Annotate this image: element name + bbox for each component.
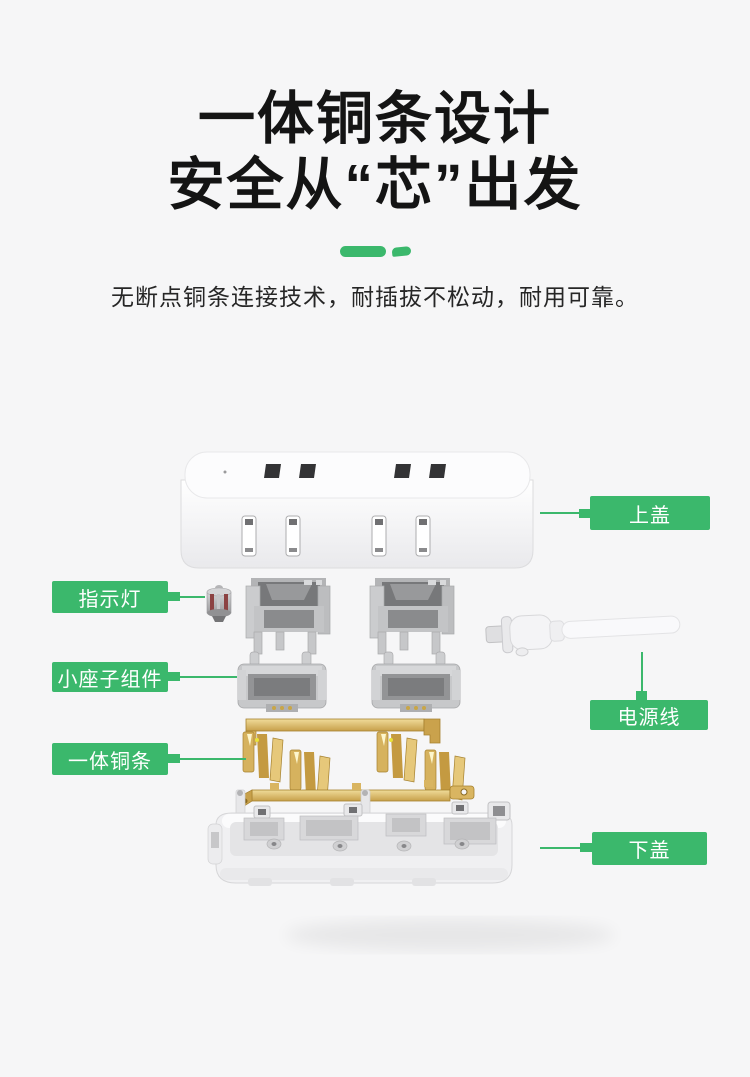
product-shadow bbox=[285, 919, 615, 951]
page-title-line2: 安全从“芯”出发 bbox=[167, 153, 583, 217]
callout-label-socket-module: 小座子组件 bbox=[57, 668, 163, 691]
page-header: 一体铜条设计 安全从“芯”出发 bbox=[0, 86, 750, 218]
callout-line-socket-module bbox=[168, 676, 237, 678]
callout-line-indicator-light bbox=[168, 596, 205, 598]
power-cord-illustration bbox=[485, 614, 681, 657]
divider bbox=[0, 246, 750, 257]
bottom-cover-illustration bbox=[207, 789, 513, 886]
callout-badge-bottom-cover: 下盖 bbox=[592, 832, 707, 865]
callout-badge-socket-module: 小座子组件 bbox=[52, 662, 168, 692]
callout-label-power-cord: 电源线 bbox=[617, 706, 681, 729]
callout-badge-top-cover: 上盖 bbox=[590, 496, 710, 530]
page-title-line1: 一体铜条设计 bbox=[198, 87, 552, 151]
divider-drop bbox=[391, 246, 411, 257]
divider-bar bbox=[339, 246, 386, 257]
callout-nub-indicator-light bbox=[168, 592, 180, 601]
callout-badge-power-cord: 电源线 bbox=[590, 700, 708, 730]
callout-line-copper-bar bbox=[168, 758, 246, 760]
top-cover-illustration bbox=[180, 451, 534, 569]
callout-label-top-cover: 上盖 bbox=[629, 504, 671, 527]
callout-nub-copper-bar bbox=[168, 754, 180, 763]
callout-line-top-cover bbox=[540, 512, 590, 514]
callout-nub-bottom-cover bbox=[580, 843, 592, 852]
callout-line-bottom-cover bbox=[540, 847, 592, 849]
exploded-view-illustration bbox=[180, 451, 681, 951]
callout-line-power-cord bbox=[641, 652, 643, 700]
callout-label-indicator-light: 指示灯 bbox=[78, 588, 142, 611]
callout-label-copper-bar: 一体铜条 bbox=[68, 750, 152, 773]
indicator-light-illustration bbox=[206, 585, 232, 622]
callout-badge-indicator-light: 指示灯 bbox=[52, 581, 168, 613]
callout-nub-power-cord bbox=[636, 691, 647, 700]
callout-label-bottom-cover: 下盖 bbox=[628, 840, 671, 862]
callout-nub-top-cover bbox=[579, 509, 591, 518]
page-subtitle: 无断点铜条连接技术，耐插拔不松动，耐用可靠。 bbox=[111, 284, 639, 310]
callout-nub-socket-module bbox=[168, 672, 180, 681]
callout-badge-copper-bar: 一体铜条 bbox=[52, 743, 168, 775]
copper-bar-illustration bbox=[236, 718, 475, 809]
socket-modules-illustration bbox=[237, 578, 461, 712]
